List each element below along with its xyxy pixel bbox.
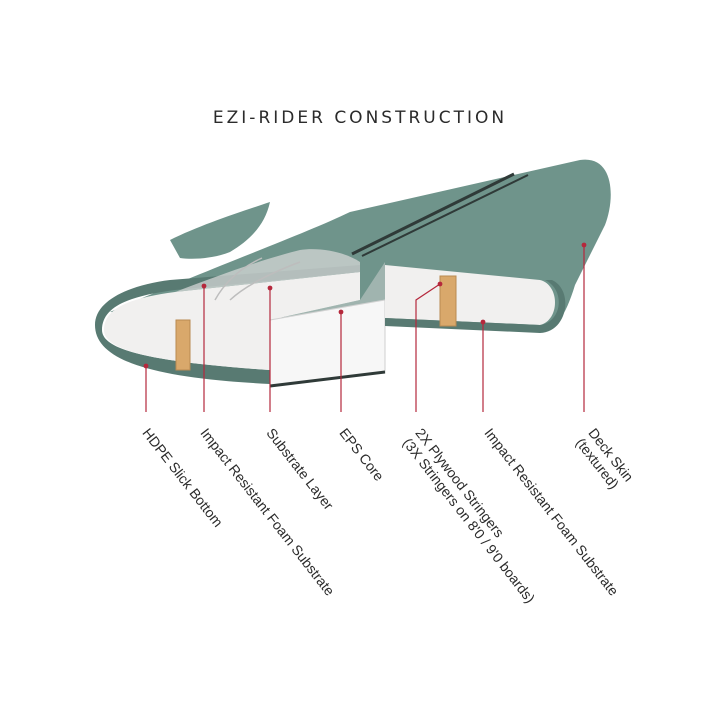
lifted-skin-flap [170, 202, 270, 259]
right-foam [385, 265, 555, 325]
stringer-left [175, 319, 191, 371]
stringer-right [439, 275, 457, 327]
leader-substrate-dot [267, 285, 273, 291]
leader-stringers-dot [437, 281, 443, 287]
leader-hdpe-dot [143, 363, 149, 369]
impact-foam-left [104, 272, 360, 370]
deck-stringer-groove-inner [361, 174, 529, 257]
leader-impact-left-dot [201, 283, 207, 289]
substrate-curl [214, 257, 301, 301]
diagram-title: EZI-RIDER CONSTRUCTION [212, 108, 508, 128]
leader-eps-dot [338, 309, 344, 315]
leader-stringers [415, 283, 441, 412]
core-bottom-edge [269, 370, 386, 388]
callout-lines [143, 242, 587, 412]
deck-stringer-groove-outer [351, 172, 515, 256]
substrate-sheet [175, 249, 360, 292]
right-rail [385, 280, 566, 333]
eps-core-top [270, 262, 385, 320]
leader-impact-right-dot [480, 319, 486, 325]
leader-deck-dot [581, 242, 587, 248]
